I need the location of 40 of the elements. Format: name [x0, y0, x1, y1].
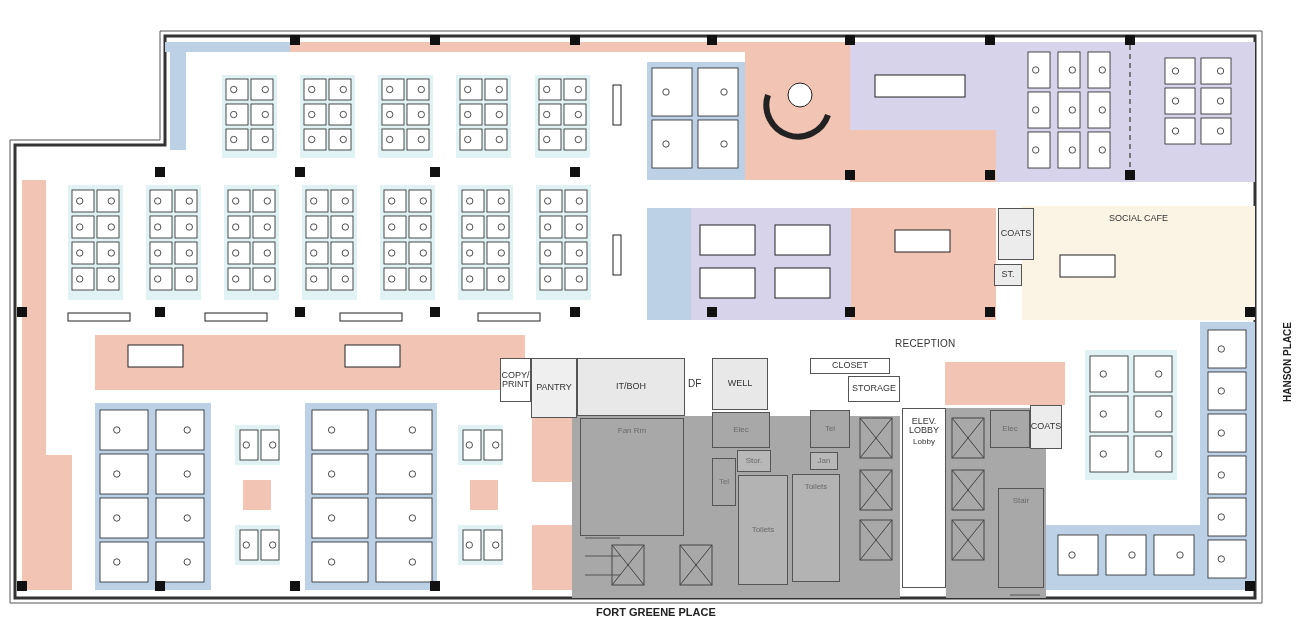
room-label: ELEV. LOBBY [908, 417, 940, 436]
room-label: IT/BOH [616, 382, 646, 392]
area-label: RECEPTION [895, 337, 956, 351]
room-label: STORAGE [852, 384, 896, 394]
room-label: Jan [817, 456, 831, 466]
area-label: DF [688, 377, 702, 391]
room [990, 410, 1030, 448]
room-label: Toilets [751, 525, 775, 535]
room [902, 408, 946, 588]
room-label: COATS [1030, 422, 1062, 432]
room-label: Lobby [913, 437, 935, 447]
room [712, 458, 736, 506]
room-label: Toilets [804, 483, 828, 492]
room [994, 264, 1022, 286]
room [712, 412, 770, 448]
room [738, 475, 788, 585]
room [712, 358, 768, 410]
room [998, 488, 1044, 588]
room [531, 358, 577, 418]
room-label: SOCIAL CAFE [1108, 214, 1169, 224]
street-name: HANSON PLACE [1281, 322, 1294, 402]
room [1030, 405, 1062, 449]
room [810, 410, 850, 448]
room [848, 376, 900, 402]
street-name: FORT GREENE PLACE [596, 605, 716, 620]
room-label: Stor. [745, 456, 763, 466]
room [580, 418, 684, 536]
room-label: CLOSET [832, 361, 868, 371]
room [500, 358, 531, 402]
room [737, 450, 771, 472]
room-label: WELL [727, 379, 753, 389]
room-label: COATS [1000, 229, 1032, 239]
room [577, 358, 685, 416]
room [810, 452, 838, 470]
room-label: PANTRY [536, 383, 572, 393]
room [998, 208, 1034, 260]
room [810, 358, 890, 374]
room-label: ST. [1001, 270, 1015, 280]
room-label: COPY/ PRINT [501, 370, 530, 390]
room [792, 474, 840, 582]
